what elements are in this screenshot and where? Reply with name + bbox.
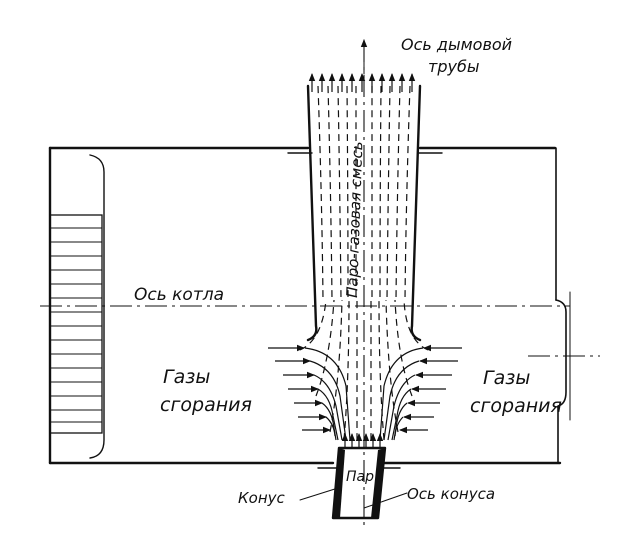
blast-cone [299,446,408,520]
tube-plate [49,154,105,459]
gases-left-label-line2: сгорания [160,394,252,416]
steam-jet-arrows [341,433,384,448]
cone-axis-label: Ось конуса [407,485,495,503]
smokebox-outline [48,146,571,469]
mixing-streamlines [299,299,429,441]
gas-arrows-left [268,344,351,441]
gases-right-label-line2: сгорания [470,395,562,417]
boiler-axis-label: Ось котла [134,285,224,305]
axis-lines [40,40,600,530]
gases-right-label-line1: Газы [483,367,530,389]
gases-left-label-line1: Газы [163,366,210,388]
chimney [306,84,422,342]
cone-label: Конус [238,489,286,507]
steam-label: Пар [346,469,374,485]
mixture-label: Паро-газовая смесь [343,141,366,298]
chimney-axis-label-line1: Ось дымовой [401,35,512,54]
exhaust-arrows [308,73,416,92]
chimney-axis-label-line2: трубы [428,57,479,76]
